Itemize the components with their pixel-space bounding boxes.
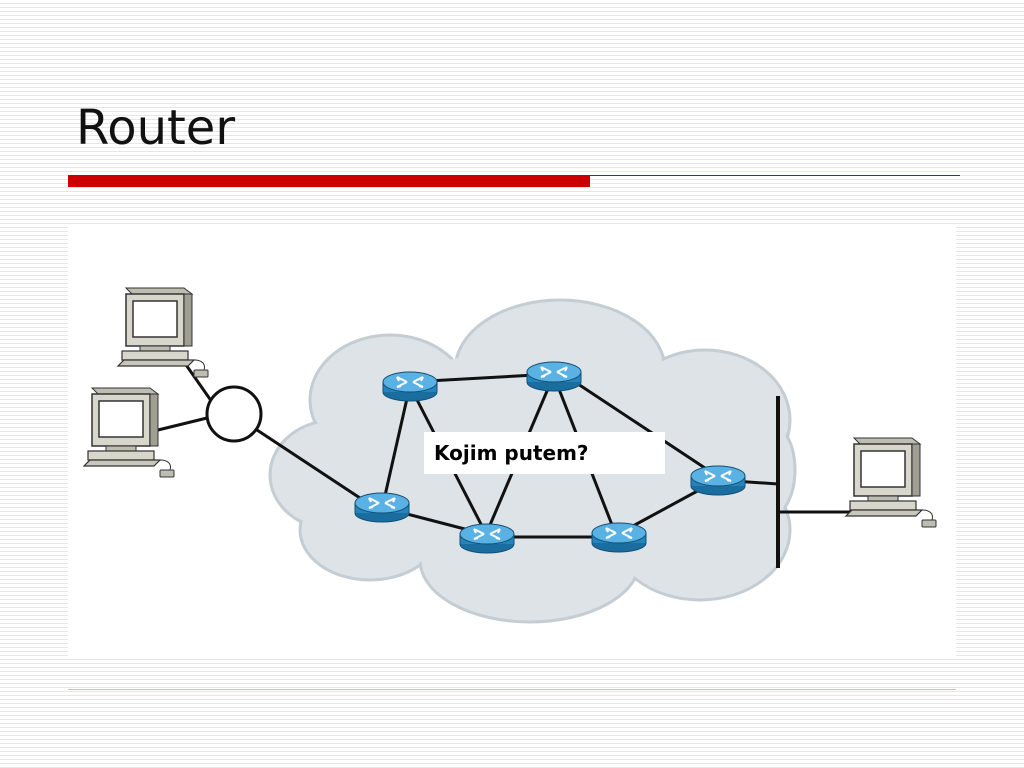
link-router2-router3 — [573, 380, 716, 476]
computer-icon — [845, 437, 937, 528]
footer-divider — [68, 689, 956, 690]
router-icon — [459, 523, 515, 554]
router-icon — [354, 492, 410, 523]
router-icon — [591, 522, 647, 553]
link-hub-router5 — [255, 428, 362, 500]
title-accent-line — [590, 175, 960, 176]
link-pc1-hub — [182, 360, 214, 404]
link-pc2-hub — [156, 416, 209, 432]
route-question-callout: Kojim putem? — [424, 432, 665, 474]
router-icon — [526, 361, 582, 392]
computer-icon — [83, 387, 175, 478]
title-accent-bar — [68, 175, 590, 187]
link-router1-router5 — [382, 392, 410, 502]
router-icon — [382, 371, 438, 402]
router-icon — [690, 465, 746, 496]
slide-title: Router — [76, 100, 236, 156]
hub-circle — [205, 385, 263, 443]
computer-icon — [117, 287, 209, 378]
